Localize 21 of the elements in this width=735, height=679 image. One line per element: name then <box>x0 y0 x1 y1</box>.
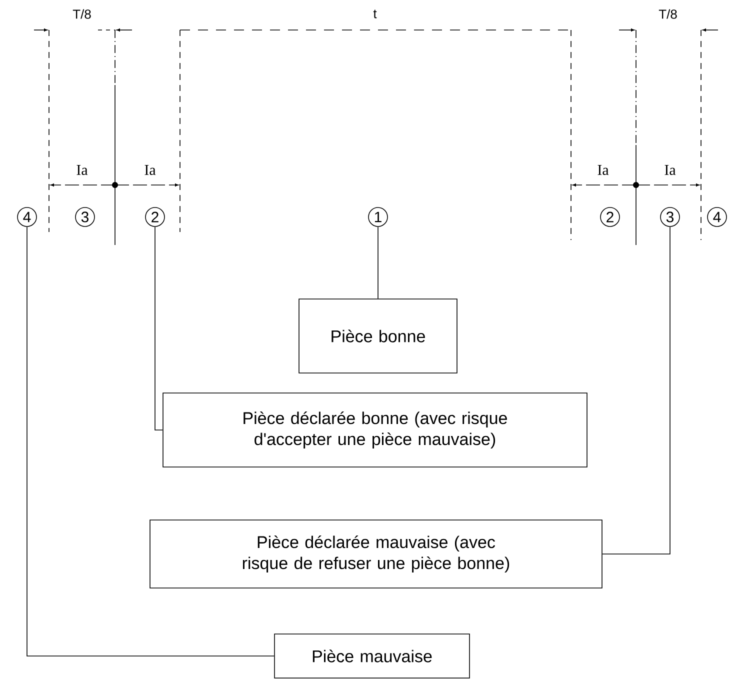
dimension-label: T/8 <box>658 8 678 20</box>
dimension-label: Ia <box>143 164 157 176</box>
leader-line <box>602 226 670 554</box>
leader-line <box>26 226 274 656</box>
circled-number: 2 <box>145 207 165 227</box>
circled-number: 4 <box>707 207 727 227</box>
circled-number: 1 <box>368 207 388 227</box>
circled-number: 3 <box>660 207 680 227</box>
circled-number: 4 <box>17 207 37 227</box>
dimension-label: T/8 <box>72 8 92 20</box>
circled-number: 3 <box>75 207 95 227</box>
dimension-label: Ia <box>596 164 610 176</box>
label-box: Pièce déclarée mauvaise (avec risque de refuser une pièce bonne) <box>150 520 602 588</box>
dimension-label: Ia <box>663 164 677 176</box>
dimension-label: t <box>372 8 378 20</box>
label-box: Pièce bonne <box>298 298 458 374</box>
label-box: Pièce mauvaise <box>274 634 470 678</box>
circled-number: 2 <box>600 207 620 227</box>
label-box: Pièce déclarée bonne (avec risque d'accepter une pièce mauvaise) <box>162 392 588 468</box>
dimension-label: Ia <box>75 164 89 176</box>
leader-line <box>154 226 163 430</box>
